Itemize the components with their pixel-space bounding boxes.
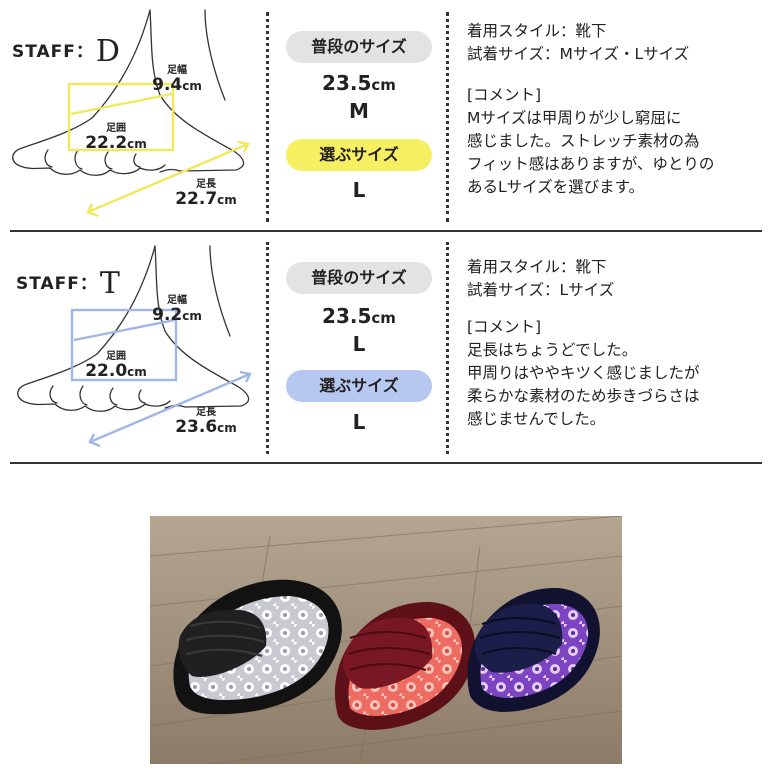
comment-block: [コメント] 足長はちょうどでした。 甲周りはややキツく感じましたが 柔らかな素…: [467, 316, 700, 431]
wear-style: 着用スタイル：靴下: [467, 258, 607, 276]
product-photo: [150, 516, 622, 764]
usual-size-letter: M: [349, 99, 369, 123]
foot-diagram: [12, 9, 250, 218]
tried-sizes: 試着サイズ：Mサイズ・Lサイズ: [467, 45, 690, 63]
chosen-size-letter: L: [352, 410, 366, 434]
foot-width-label: 足幅 9.2cm: [152, 295, 202, 325]
comment-line: 柔らかな素材のため歩きづらさは: [467, 387, 700, 405]
wear-style: 着用スタイル：靴下: [467, 22, 607, 40]
staff-row-t: STAFF：T 足幅 9.2cm 足囲 22.0cm 足長 23.6cm: [0, 232, 770, 464]
sandal-black: [173, 579, 342, 715]
usual-size-letter: L: [352, 332, 366, 356]
comment-line: フィット感はありますが、ゆとりの: [467, 155, 715, 173]
comment-line: 感じました。ストレッチ素材の為: [467, 132, 700, 150]
staff-initial: T: [99, 266, 121, 301]
foot-length-label: 足長 23.6cm: [175, 407, 237, 437]
tried-sizes: 試着サイズ：Lサイズ: [467, 281, 615, 299]
foot-length-label: 足長 22.7cm: [175, 179, 237, 209]
chosen-size-pill: 選ぶサイズ: [286, 370, 432, 402]
usual-size-pill: 普段のサイズ: [286, 31, 432, 63]
comment-line: あるLサイズを選びます。: [467, 178, 645, 196]
staff-initial: D: [95, 34, 121, 69]
staff-row-d: STAFF：D 足幅 9.4cm 足囲 22.2cm: [0, 0, 770, 232]
usual-size-cm: 23.5cm: [322, 71, 396, 95]
comment-line: Mサイズは甲周りが少し窮屈に: [467, 109, 682, 127]
comment-title: [コメント]: [467, 318, 542, 336]
comment-line: 感じませんでした。: [467, 410, 606, 428]
wear-info: 着用スタイル：靴下 試着サイズ：Lサイズ: [467, 256, 614, 302]
comment-line: 足長はちょうどでした。: [467, 341, 638, 359]
foot-girth-label: 足囲 22.0cm: [85, 351, 147, 381]
chosen-size-letter: L: [352, 178, 366, 202]
wear-info: 着用スタイル：靴下 試着サイズ：Mサイズ・Lサイズ: [467, 20, 689, 66]
measure-lines: [67, 82, 250, 218]
comment-line: 甲周りはややキツく感じましたが: [467, 364, 700, 382]
divider-left: [266, 242, 269, 454]
sandal-navy: [467, 587, 600, 712]
row-separator: [10, 230, 762, 232]
staff-label: STAFF：T: [16, 266, 121, 301]
comment-title: [コメント]: [467, 86, 542, 104]
divider-right: [446, 12, 449, 222]
divider-right: [446, 242, 449, 454]
measure-lines: [70, 308, 252, 448]
usual-size-pill: 普段のサイズ: [286, 262, 432, 294]
row-separator: [10, 462, 762, 464]
foot-girth-label: 足囲 22.2cm: [85, 123, 147, 153]
sandal-wine: [334, 601, 476, 730]
foot-diagram: [17, 245, 252, 448]
chosen-size-pill: 選ぶサイズ: [286, 139, 432, 171]
divider-left: [266, 12, 269, 222]
comment-block: [コメント] Mサイズは甲周りが少し窮屈に 感じました。ストレッチ素材の為 フィ…: [467, 84, 714, 199]
foot-width-label: 足幅 9.4cm: [152, 65, 202, 95]
staff-label: STAFF：D: [12, 34, 121, 69]
usual-size-cm: 23.5cm: [322, 304, 396, 328]
